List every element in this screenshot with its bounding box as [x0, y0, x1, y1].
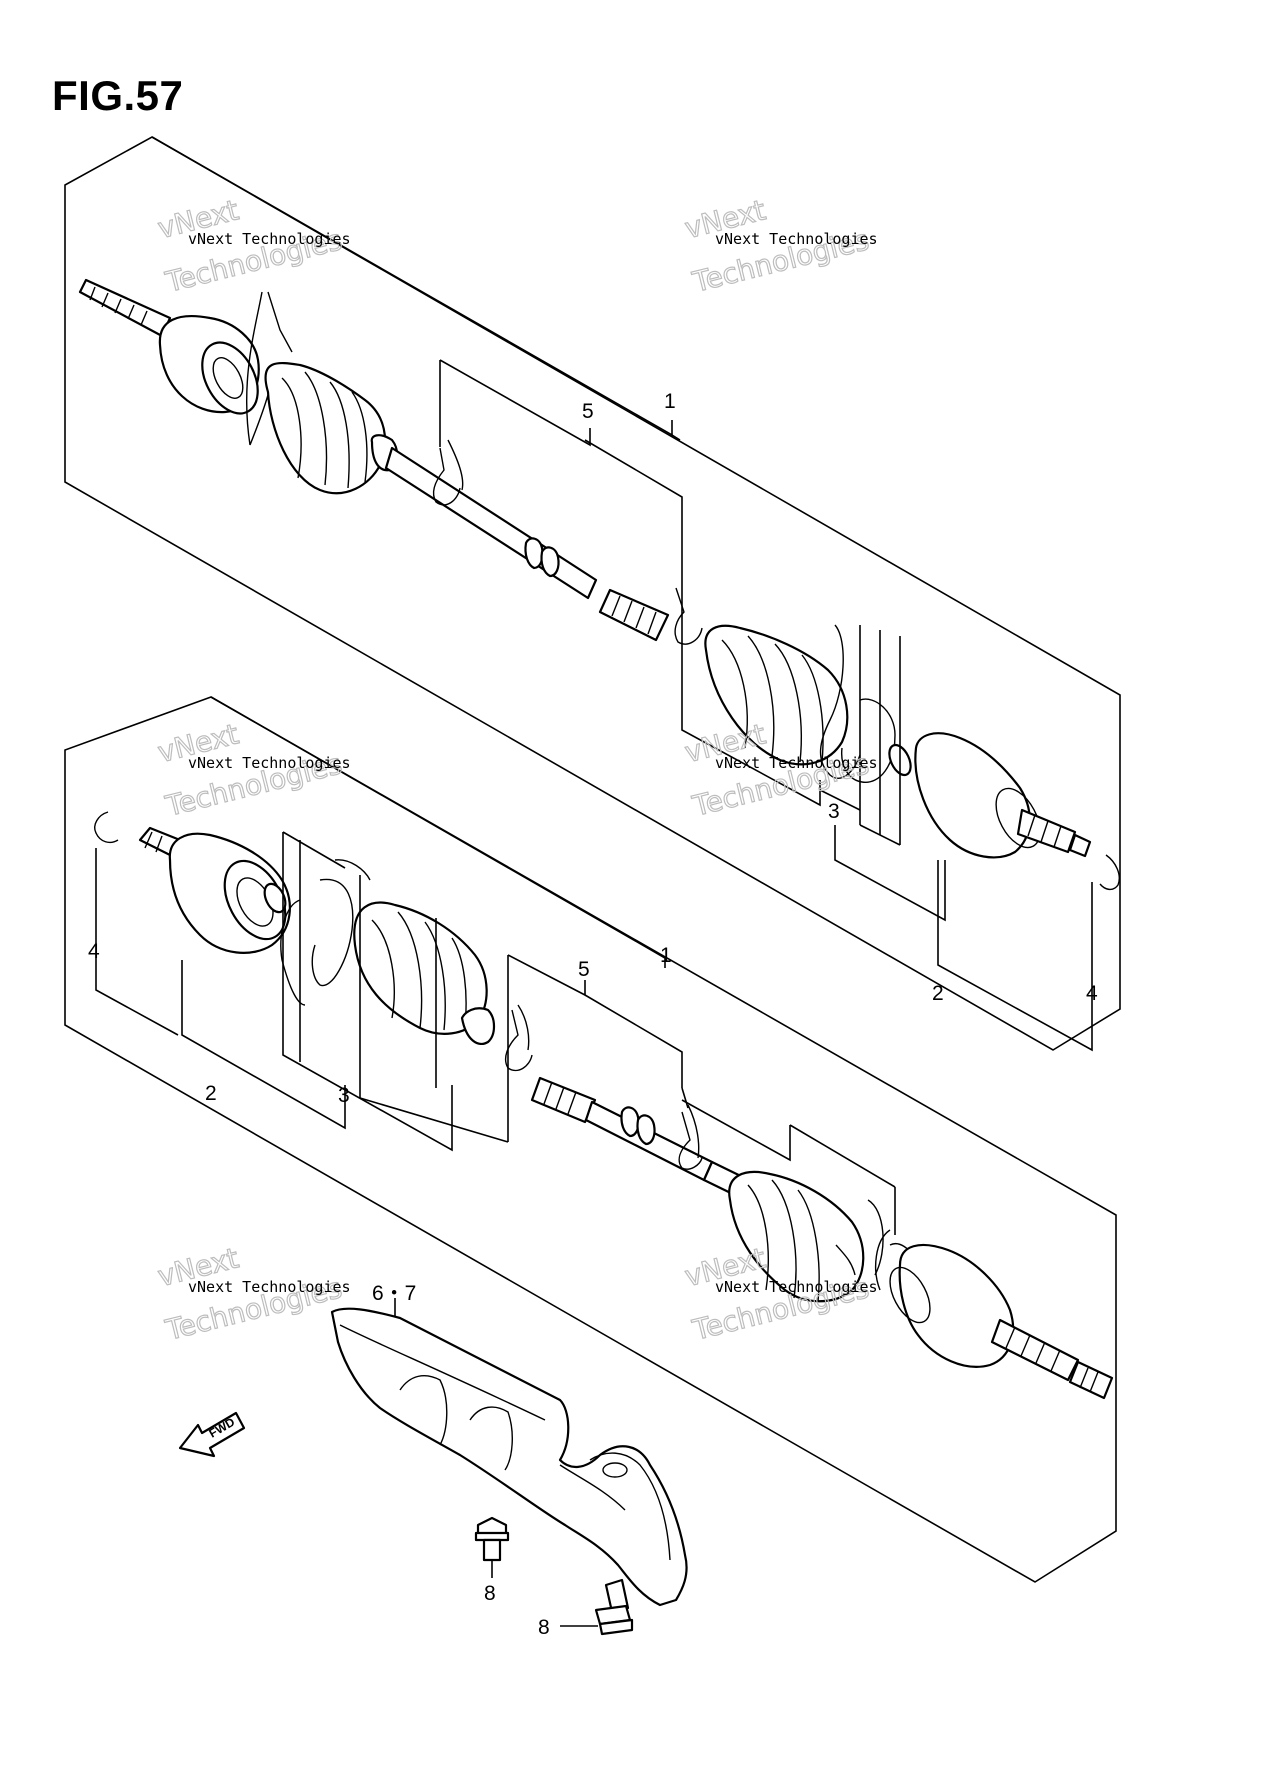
figure-title: FIG.57 — [52, 72, 184, 119]
bolt-a — [474, 1516, 510, 1578]
callout-bolt-b: 8 — [538, 1616, 550, 1639]
watermark-5-line: vNext Technologies — [188, 1278, 351, 1296]
callout-lower-inner-joint: 2 — [205, 1082, 217, 1105]
upper-assembly-frame — [64, 136, 1121, 1051]
callout-lower-boot-kit: 3 — [338, 1084, 350, 1107]
watermark-1: vNext Technologies vNext Technologies — [154, 193, 351, 300]
heat-shield — [330, 1298, 688, 1607]
watermark-4-line: vNext Technologies — [715, 754, 878, 772]
callout-upper-boot-kit: 3 — [828, 800, 840, 823]
callout-heat-shield: 6・7 — [372, 1282, 416, 1305]
callout-upper-outer-joint: 2 — [932, 982, 944, 1005]
watermark-2-line: vNext Technologies — [715, 230, 878, 248]
watermark-3: vNext Technologies vNext Technologies — [154, 717, 351, 824]
watermark-1-line: vNext Technologies — [188, 230, 351, 248]
callout-upper-circlip: 4 — [1086, 982, 1098, 1005]
fwd-arrow: FWD — [178, 1411, 246, 1458]
watermark-6-line: vNext Technologies — [715, 1278, 878, 1296]
callout-upper-assembly: 1 — [664, 390, 676, 413]
watermark-3-line: vNext Technologies — [188, 754, 351, 772]
watermark-5: vNext Technologies vNext Technologies — [154, 1241, 351, 1348]
callout-lower-assembly: 1 — [660, 944, 672, 967]
callout-upper-shaft: 5 — [582, 400, 594, 423]
lower-assembly-frame — [64, 696, 1117, 1583]
lower-drive-shaft — [94, 696, 1114, 1400]
callouts: 1 5 3 2 4 1 5 4 2 3 6・7 8 8 — [88, 390, 1098, 1639]
callout-lower-circlip: 4 — [88, 940, 100, 963]
callout-bolt-a: 8 — [484, 1582, 496, 1605]
bolt-b — [560, 1578, 634, 1636]
upper-drive-shaft — [78, 136, 1120, 1052]
watermark-2: vNext Technologies vNext Technologies — [681, 193, 878, 300]
callout-lower-shaft: 5 — [578, 958, 590, 981]
